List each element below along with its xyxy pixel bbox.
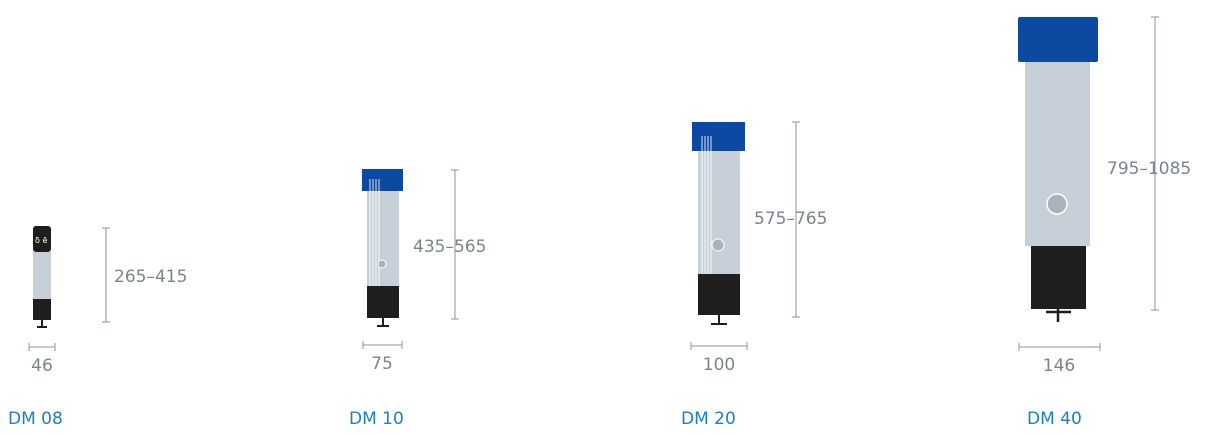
device-dm08-model-name: DM 08 — [8, 409, 63, 429]
device-dm40-height-label: 795–1085 — [1107, 159, 1191, 179]
device-dm08-height-label: 265–415 — [114, 267, 187, 287]
device-dm10-cables — [369, 179, 380, 286]
device-dm20-height-label: 575–765 — [754, 209, 827, 229]
device-dm10-illustration — [362, 169, 403, 327]
device-dm08-illustration: δ ē — [33, 226, 51, 328]
device-dm08-base — [33, 299, 51, 320]
device-dm08-body — [33, 252, 51, 299]
device-dm08-cap — [33, 226, 51, 252]
device-dm40-illustration — [1018, 17, 1098, 322]
device-dm20-indicator — [711, 238, 725, 252]
device-dm20-cables — [701, 136, 712, 274]
device-dm40-base — [1031, 246, 1086, 309]
device-dm20-width-dimension — [690, 342, 748, 350]
device-dm20-illustration — [692, 122, 745, 325]
device-dm20: 575–765 100 DM 20 — [681, 121, 827, 429]
device-dm10-width-label: 75 — [371, 354, 393, 374]
device-dm20-body — [698, 151, 740, 274]
device-dm10-height-dimension — [451, 169, 459, 320]
device-dm10: 435–565 75 DM 10 — [349, 169, 486, 429]
device-dm10-model-name: DM 10 — [349, 409, 404, 429]
device-dm08-cap-marking: δ ē — [35, 236, 47, 245]
device-dm10-height-label: 435–565 — [413, 237, 486, 257]
device-dm40-height-dimension — [1151, 16, 1159, 311]
device-dm40-model-name: DM 40 — [1027, 409, 1082, 429]
device-dm40-width-label: 146 — [1043, 356, 1075, 376]
device-dm40-body — [1025, 62, 1090, 246]
device-dm20-width-label: 100 — [703, 355, 735, 375]
device-dm20-cap — [692, 122, 745, 151]
device-dm10-cap — [362, 169, 403, 191]
device-dm10-base — [367, 286, 399, 318]
device-dm08-height-dimension — [102, 227, 110, 323]
device-dm40: 795–1085 146 DM 40 — [1018, 16, 1191, 429]
device-dm10-body — [367, 191, 399, 286]
device-dm20-height-dimension — [792, 121, 800, 318]
device-dm08-width-dimension — [28, 343, 56, 351]
device-dm08-width-label: 46 — [31, 356, 53, 376]
device-dm20-base — [698, 274, 740, 315]
device-dm08: δ ē 265–415 46 DM 08 — [8, 226, 187, 429]
device-dm10-width-dimension — [362, 341, 403, 349]
device-dm40-cap — [1018, 17, 1098, 62]
device-dm40-indicator — [1046, 193, 1068, 215]
device-dm10-indicator — [377, 259, 387, 269]
device-dm40-width-dimension — [1018, 343, 1101, 351]
device-dm20-model-name: DM 20 — [681, 409, 736, 429]
